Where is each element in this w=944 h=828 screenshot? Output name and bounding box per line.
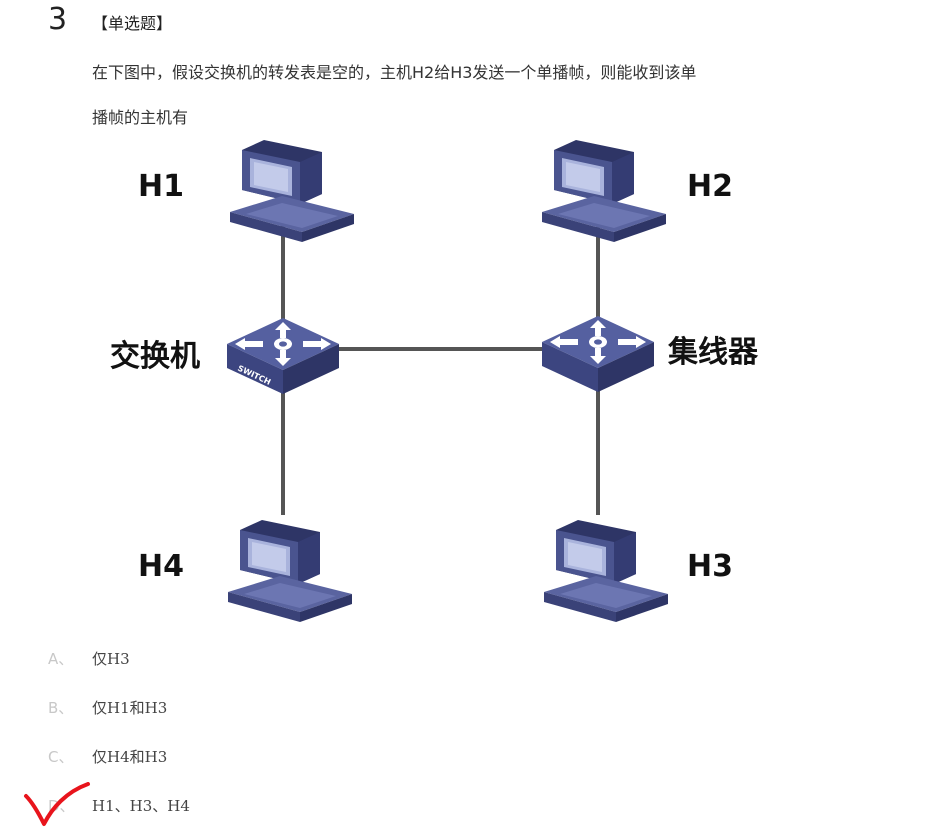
option-c-letter: C、: [48, 748, 74, 766]
host-h1-icon: [230, 140, 354, 242]
option-b-letter: B、: [48, 699, 74, 717]
option-a[interactable]: A、 仅H3: [0, 638, 600, 678]
option-d-text: H1、H3、H4: [92, 797, 190, 815]
label-h2: H2: [687, 169, 733, 204]
network-diagram: SWITCH H1 H2 H4 H3 交换机 集线器: [110, 140, 759, 622]
label-h1: H1: [138, 169, 184, 204]
label-h4: H4: [138, 549, 184, 584]
switch-icon: SWITCH: [227, 318, 339, 394]
host-h2-icon: [542, 140, 666, 242]
handwritten-checkmark-icon: [24, 782, 90, 826]
option-a-text: 仅H3: [92, 650, 130, 668]
option-c[interactable]: C、 仅H4和H3: [0, 736, 600, 776]
option-b-text: 仅H1和H3: [92, 699, 168, 717]
option-c-text: 仅H4和H3: [92, 748, 168, 766]
stem-line-2: 播帧的主机有: [92, 108, 189, 127]
host-h3-icon: [544, 520, 668, 622]
option-a-letter: A、: [48, 650, 74, 668]
option-b[interactable]: B、 仅H1和H3: [0, 687, 600, 727]
host-h4-icon: [228, 520, 352, 622]
stem-line-1: 在下图中，假设交换机的转发表是空的，主机H2给H3发送一个单播帧，则能收到该单: [92, 63, 697, 82]
question-stem: 在下图中，假设交换机的转发表是空的，主机H2给H3发送一个单播帧，则能收到该单 …: [92, 50, 832, 140]
network-links: [281, 225, 600, 515]
label-h3: H3: [687, 549, 733, 584]
question-type: 【单选题】: [92, 14, 173, 33]
question-number: 3: [48, 2, 68, 37]
label-switch: 交换机: [110, 339, 200, 374]
label-hub: 集线器: [667, 335, 759, 370]
hub-icon: [542, 316, 654, 392]
